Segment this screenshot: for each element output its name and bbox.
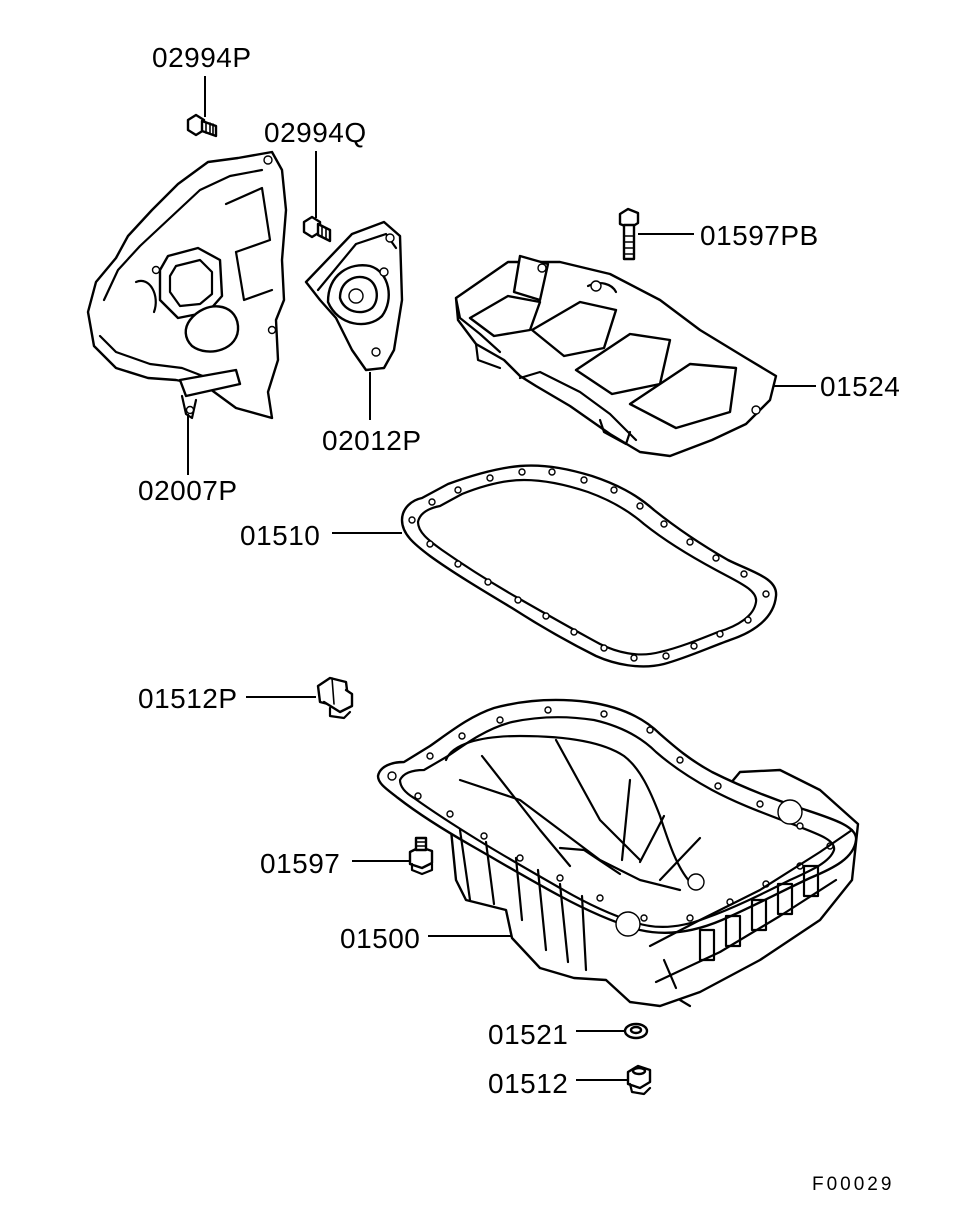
washer-01521 <box>623 1022 649 1040</box>
gasket-01510 <box>400 464 778 668</box>
bolt-01597PB <box>618 207 640 261</box>
label-01500: 01500 <box>340 923 420 954</box>
bolt-02994P <box>186 113 218 138</box>
baffle-plate-01524 <box>454 254 778 458</box>
label-01512: 01512 <box>488 1068 568 1099</box>
label-01521: 01521 <box>488 1019 568 1050</box>
label-01512P: 01512P <box>138 683 238 714</box>
figure-code: F00029 <box>812 1174 894 1195</box>
label-01524: 01524 <box>820 371 900 402</box>
label-02994Q: 02994Q <box>264 117 367 148</box>
drain-plug-01512P <box>316 676 354 720</box>
timing-cover-02007P <box>86 150 288 420</box>
oil-pan-01500 <box>376 698 860 1008</box>
label-01597: 01597 <box>260 848 340 879</box>
drain-plug-01512 <box>626 1064 652 1096</box>
label-02994P: 02994P <box>152 42 252 73</box>
bolt-02994Q <box>302 215 332 243</box>
label-01510: 01510 <box>240 520 320 551</box>
small-cover-02012P <box>304 220 404 372</box>
bolt-01597 <box>408 836 434 876</box>
label-02007P: 02007P <box>138 475 238 506</box>
label-02012P: 02012P <box>322 425 422 456</box>
label-01597PB: 01597PB <box>700 220 819 251</box>
